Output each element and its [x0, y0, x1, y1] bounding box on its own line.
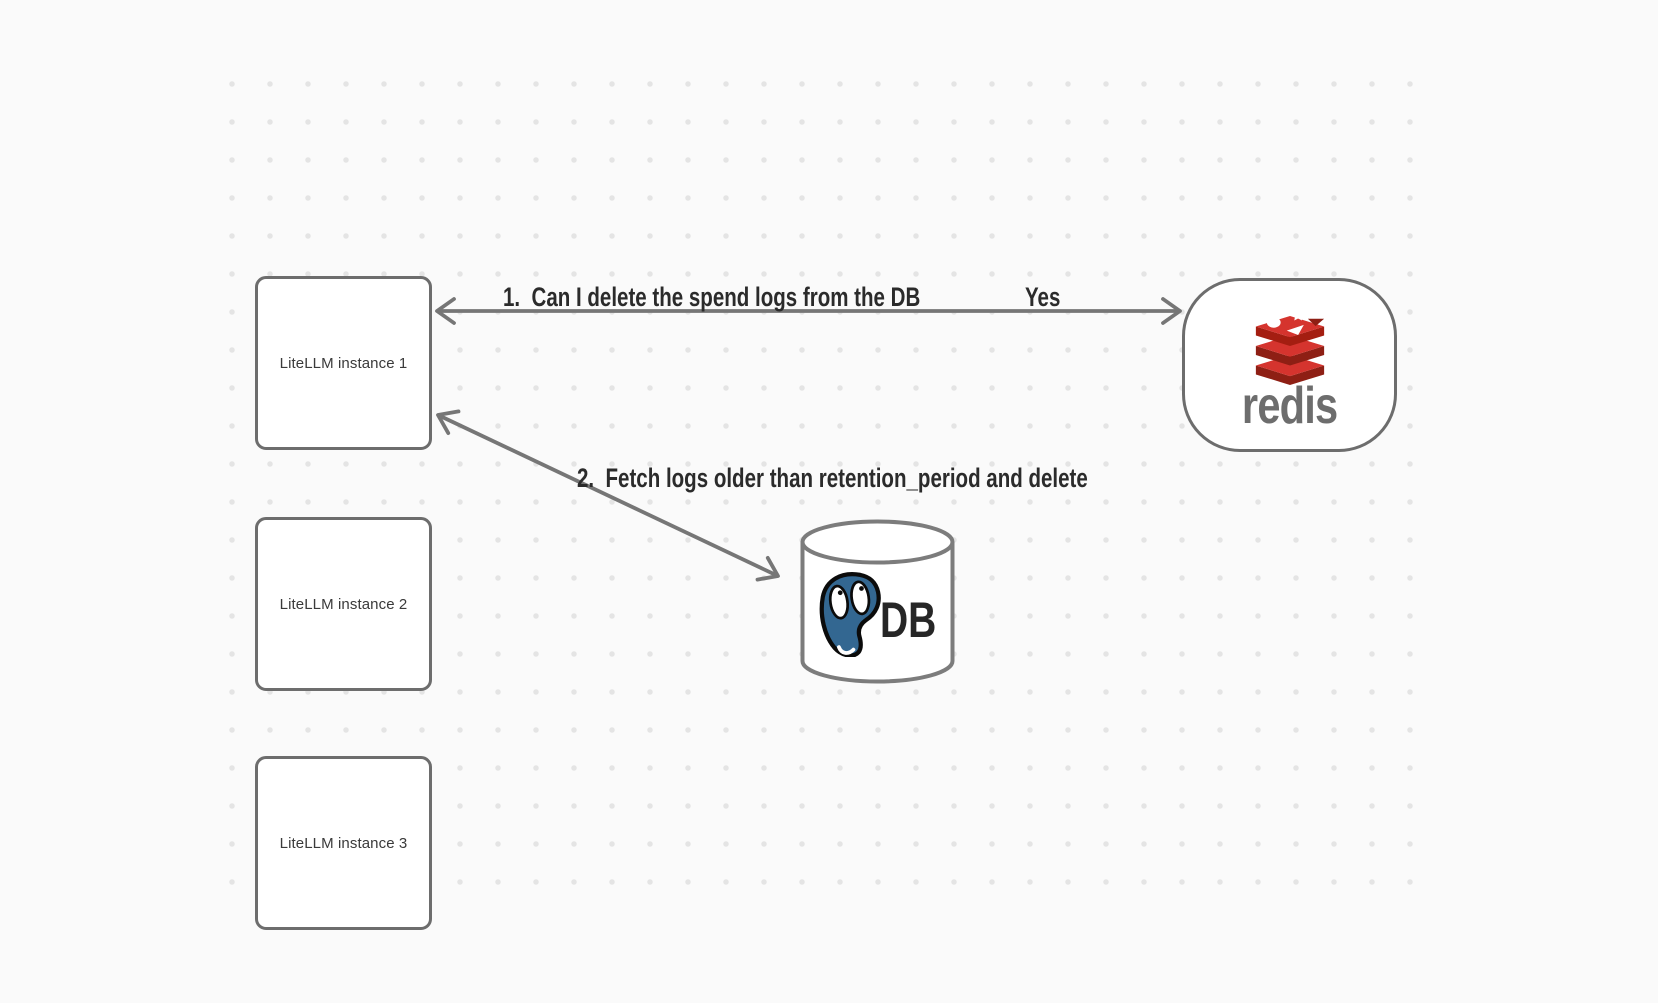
db-label: DB	[880, 592, 937, 648]
arrow-litellm-db[interactable]	[436, 409, 780, 582]
node-redis[interactable]: redis	[1182, 278, 1397, 452]
node-label: LiteLLM instance 1	[279, 354, 408, 372]
edge1-answer-label[interactable]: Yes	[1025, 282, 1061, 312]
redis-logo-icon	[1255, 308, 1324, 385]
redis-wordmark: redis	[1241, 376, 1338, 435]
node-litellm-instance-1[interactable]: LiteLLM instance 1	[255, 276, 432, 450]
node-db-cylinder[interactable]: DB	[800, 519, 955, 685]
postgresql-elephant-icon	[819, 572, 881, 657]
node-label: LiteLLM instance 3	[279, 834, 408, 852]
edge2-label[interactable]: 2. Fetch logs older than retention_perio…	[577, 463, 1088, 493]
node-litellm-instance-2[interactable]: LiteLLM instance 2	[255, 517, 432, 691]
edge1-label[interactable]: 1. Can I delete the spend logs from the …	[503, 282, 921, 312]
node-litellm-instance-3[interactable]: LiteLLM instance 3	[255, 756, 432, 930]
node-label: LiteLLM instance 2	[279, 595, 408, 613]
